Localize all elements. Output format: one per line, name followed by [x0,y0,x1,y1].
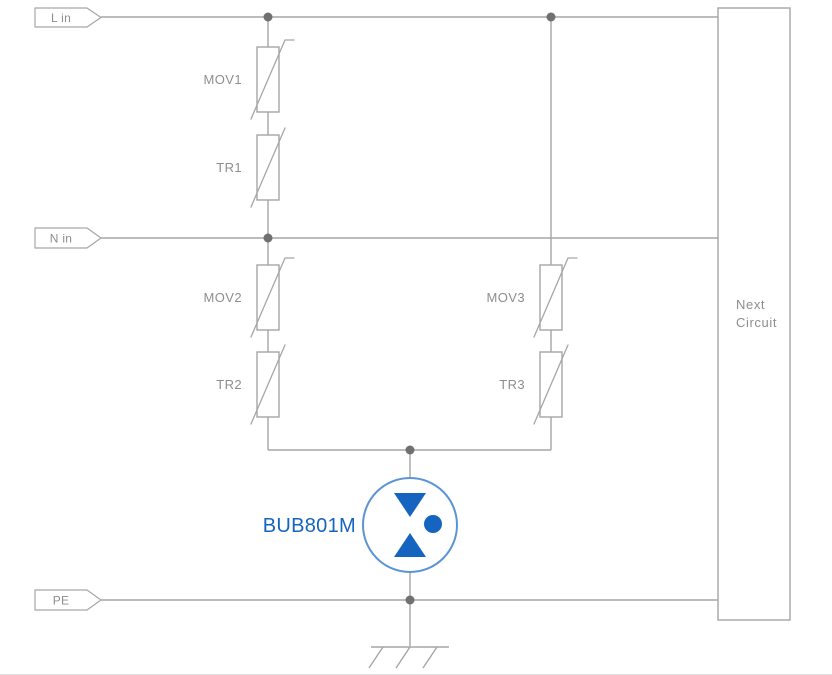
port-tag-label: N in [50,232,73,246]
mov3-label: MOV3 [487,290,525,305]
tr1-symbol [250,127,286,208]
thermal-disconnect-strike-icon [250,344,286,425]
tr2-symbol [250,344,286,425]
port-tag-shape [34,227,102,249]
port-tag-label: PE [53,594,70,608]
thermal-disconnect-strike-icon [250,127,286,208]
gdt-dot-icon [424,515,442,533]
junction-dot [405,595,415,605]
next-circuit-label-line2: Circuit [736,315,777,330]
junction-dot [405,445,415,455]
varistor-strike-icon [250,39,295,120]
varistor-strike-icon [250,257,295,338]
gdt-ring [362,477,458,573]
next-circuit-label-line1: Next [736,297,765,312]
tr3-label: TR3 [499,377,525,392]
gdt-bottom-triangle-icon [394,533,426,557]
port-tag-l-in: L in [34,7,102,28]
gdt-symbol [362,477,458,573]
mov2-label: MOV2 [204,290,242,305]
next-circuit-block: Next Circuit [717,7,791,621]
mov1-label: MOV1 [204,72,242,87]
ground-hatch [395,646,411,669]
mov2-symbol [250,257,295,338]
port-tag-label: L in [51,11,71,25]
junction-dot [546,12,556,22]
next-circuit-box [717,7,791,621]
port-tag-shape [34,7,102,28]
tr1-label: TR1 [216,160,242,175]
port-tag-pe: PE [34,589,102,611]
port-tag-shape [34,589,102,611]
ground-hatch [368,646,384,669]
earth-ground-icon [368,646,449,669]
mov1-symbol [250,39,295,120]
junctions [263,12,556,605]
thermal-disconnect-strike-icon [533,344,569,425]
gdt-top-triangle-icon [394,493,426,517]
junction-dot [263,12,273,22]
gdt-label: BUB801M [263,515,356,537]
port-tag-n-in: N in [34,227,102,249]
ground-hatch [422,646,438,669]
tr3-symbol [533,344,569,425]
varistor-strike-icon [533,257,578,338]
junction-dot [263,233,273,243]
tr2-label: TR2 [216,377,242,392]
mov3-symbol [533,257,578,338]
